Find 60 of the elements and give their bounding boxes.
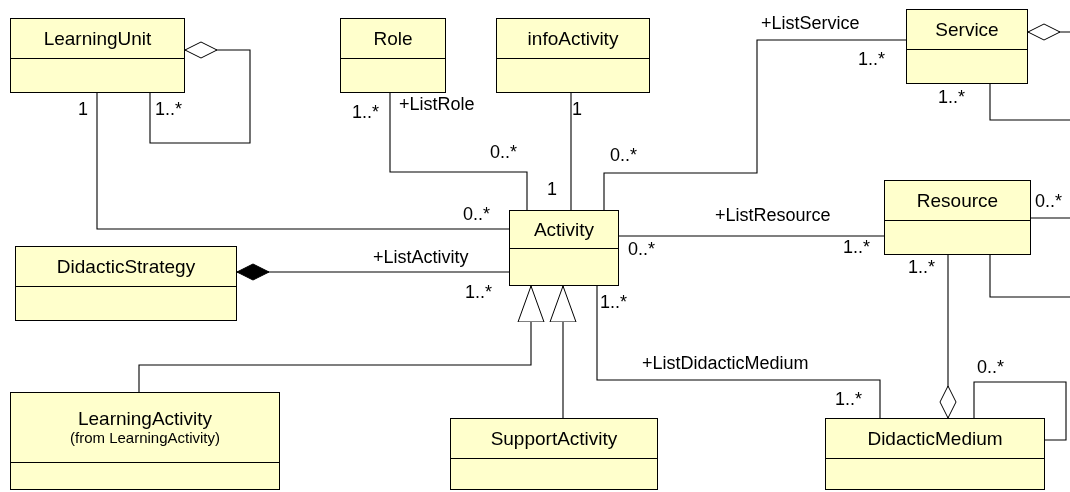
association-line (989, 254, 1070, 298)
class-box (509, 210, 619, 286)
multiplicity-label: 1..* (938, 88, 966, 106)
generalization-arrow (549, 285, 577, 419)
aggregation-line (149, 41, 251, 144)
class-box (10, 392, 280, 490)
class-box (496, 18, 650, 93)
role-label: +ListDidacticMedium (641, 354, 810, 372)
role-label: +ListActivity (372, 248, 470, 266)
class-name: Resource (916, 189, 999, 212)
association-line (596, 285, 881, 419)
role-label: +ListRole (398, 95, 476, 113)
generalization-arrow (138, 285, 545, 393)
class-name: LearningActivity (77, 407, 213, 430)
class-name: Activity (533, 218, 595, 241)
class-box (10, 18, 185, 93)
multiplicity-label: 1..* (908, 258, 936, 276)
class-name: DidacticMedium (867, 427, 1003, 450)
multiplicity-label: 1 (547, 180, 557, 198)
association-line (1030, 217, 1070, 219)
association-line (570, 92, 572, 211)
class-box (340, 18, 446, 93)
class-name: SupportActivity (490, 427, 618, 450)
multiplicity-label: 0..* (628, 240, 656, 258)
role-label: +ListService (760, 14, 861, 32)
association-line (989, 83, 1070, 121)
association-line (96, 92, 510, 230)
multiplicity-label: 0..* (977, 358, 1005, 376)
multiplicity-label: 1 (572, 100, 582, 118)
composition-line (236, 263, 510, 281)
multiplicity-label: 1..* (465, 283, 493, 301)
role-label: +ListResource (714, 206, 832, 224)
association-line (603, 39, 907, 211)
multiplicity-label: 1..* (600, 293, 628, 311)
class-name: DidacticStrategy (56, 255, 196, 278)
multiplicity-label: 1..* (843, 238, 871, 256)
association-line (973, 381, 1067, 441)
class-name: infoActivity (527, 27, 619, 50)
aggregation-line (939, 254, 957, 419)
class-box (906, 9, 1028, 84)
multiplicity-label: 1..* (835, 390, 863, 408)
class-name: Service (935, 18, 999, 41)
class-box (15, 246, 237, 321)
multiplicity-label: 1..* (858, 50, 886, 68)
association-line (389, 92, 528, 211)
multiplicity-label: 0..* (610, 146, 638, 164)
multiplicity-label: 1..* (155, 100, 183, 118)
multiplicity-label: 1 (78, 100, 88, 118)
class-box (884, 180, 1031, 255)
multiplicity-label: 1..* (352, 103, 380, 121)
aggregation-line (1027, 23, 1070, 41)
multiplicity-label: 0..* (490, 143, 518, 161)
package-note: (from LearningActivity) (69, 429, 220, 448)
class-box (825, 418, 1045, 490)
multiplicity-label: 0..* (463, 205, 491, 223)
class-name: LearningUnit (43, 27, 152, 50)
association-line (618, 235, 885, 237)
multiplicity-label: 0..* (1035, 192, 1063, 210)
class-box (450, 418, 658, 490)
class-name: Role (373, 27, 413, 50)
